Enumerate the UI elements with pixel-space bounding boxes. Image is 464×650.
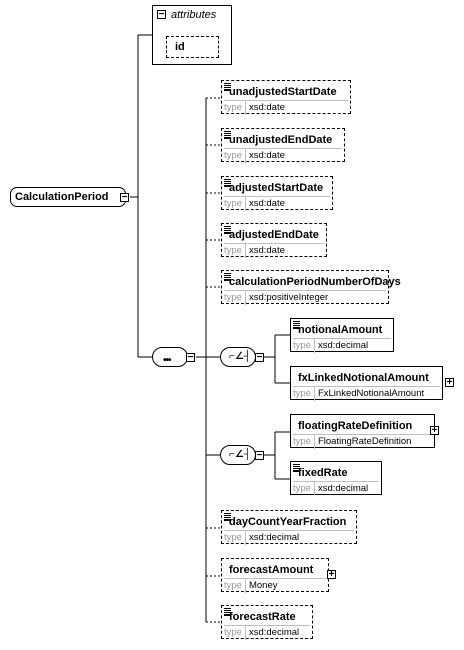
element-name: floatingRateDefinition (298, 420, 413, 432)
element-icon (224, 513, 231, 521)
expand-icon[interactable]: + (430, 425, 439, 436)
element-name: fxLinkedNotionalAmount (298, 372, 429, 384)
choice-compositor: ⌐∠┤ (220, 347, 256, 367)
element-name: unadjustedStartDate (229, 86, 337, 98)
element-name: forecastRate (229, 611, 296, 623)
element-name: unadjustedEndDate (229, 134, 333, 146)
element-icon (293, 321, 300, 329)
root-element-box[interactable]: CalculationPeriod (10, 187, 126, 207)
element-icon (224, 226, 231, 234)
element-icon (224, 179, 231, 187)
element-name: calculationPeriodNumberOfDays (229, 276, 401, 288)
element-name: forecastAmount (229, 564, 314, 576)
sequence-compositor: ••• (152, 347, 188, 367)
attributes-header: attributes (171, 9, 217, 21)
element-icon (224, 131, 231, 139)
element-icon (224, 608, 231, 616)
element-icon (293, 464, 300, 472)
attribute-id[interactable]: id (166, 36, 219, 58)
expand-icon[interactable]: + (327, 569, 336, 580)
attribute-id-label: id (175, 41, 185, 53)
element-name: adjustedStartDate (229, 182, 324, 194)
element-name: dayCountYearFraction (229, 516, 347, 528)
choice-compositor: ⌐∠┤ (220, 445, 256, 465)
element-icon (224, 83, 231, 91)
collapse-icon[interactable]: − (255, 352, 264, 363)
collapse-icon[interactable]: − (157, 9, 166, 20)
sequence-icon: ••• (163, 355, 171, 366)
choice-icon: ⌐∠┤ (229, 351, 251, 362)
element-name: adjustedEndDate (229, 229, 319, 241)
attributes-group: − attributes id (152, 5, 232, 65)
element-name: notionalAmount (298, 324, 383, 336)
expand-icon[interactable]: + (445, 377, 454, 388)
element-icon (224, 273, 231, 281)
collapse-icon[interactable]: − (120, 192, 129, 203)
collapse-icon[interactable]: − (255, 450, 264, 461)
collapse-icon[interactable]: − (186, 352, 195, 363)
root-element-name: CalculationPeriod (15, 191, 109, 203)
element-name: fixedRate (298, 467, 348, 479)
choice-icon: ⌐∠┤ (229, 449, 251, 460)
